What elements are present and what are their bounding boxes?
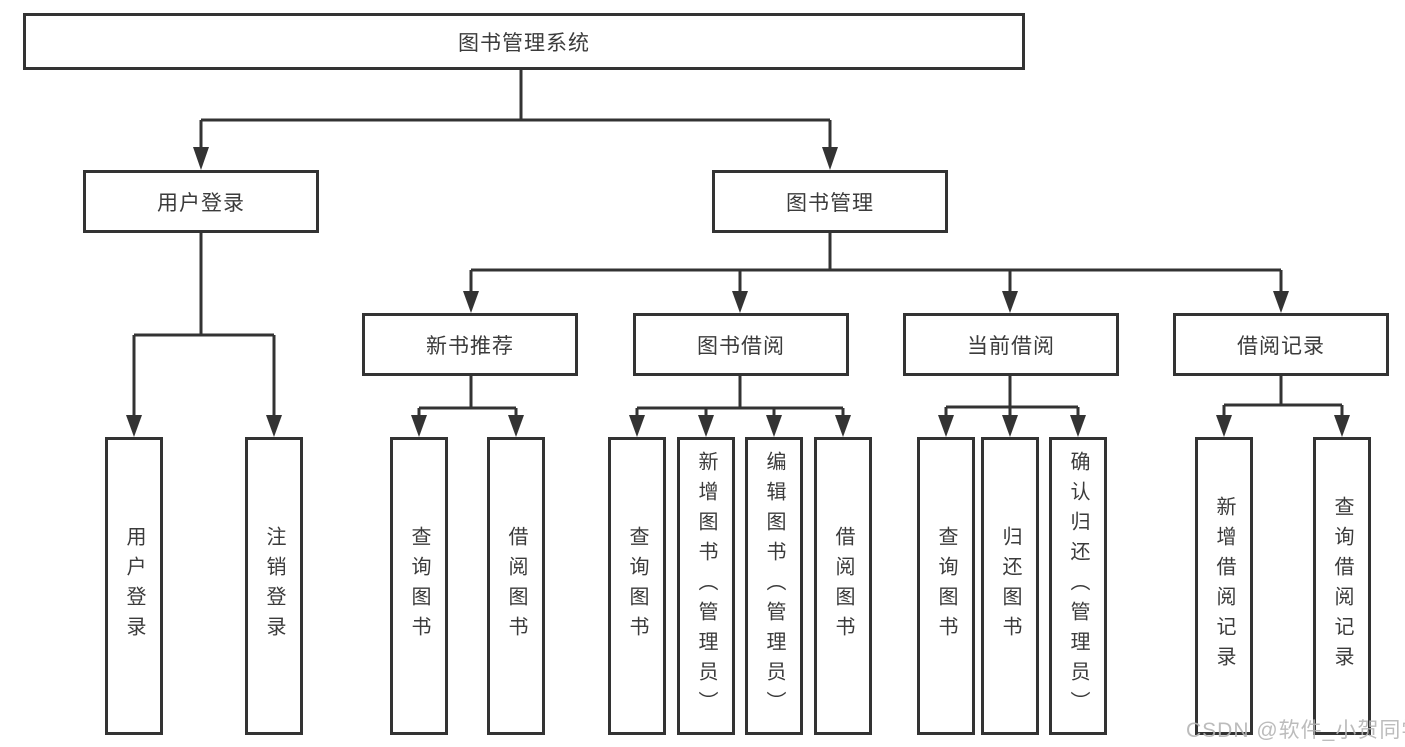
connector-current-borrow-children: [944, 376, 1080, 418]
node-label: 当前借阅: [967, 334, 1055, 358]
leaf-add-books-admin: 新增图书（管理员）: [677, 437, 735, 735]
leaf-query-books-recommend: 查询图书: [390, 437, 448, 735]
leaf-label: 借阅图书: [505, 526, 527, 646]
node-book-management: 图书管理: [712, 170, 948, 233]
node-user-login: 用户登录: [83, 170, 319, 233]
leaf-label: 查询图书: [408, 526, 430, 646]
connector-book-mgmt-to-level3: [469, 233, 1283, 294]
leaf-user-login: 用户登录: [105, 437, 163, 735]
node-label: 借阅记录: [1237, 334, 1325, 358]
leaf-query-books-current: 查询图书: [917, 437, 975, 735]
node-root-library-system: 图书管理系统: [23, 13, 1025, 70]
connector-new-book-children: [417, 376, 518, 418]
leaf-add-borrow-record: 新增借阅记录: [1195, 437, 1253, 735]
leaf-edit-books-admin: 编辑图书（管理员）: [745, 437, 803, 735]
connector-book-borrow-children: [635, 376, 845, 418]
node-new-book-recommend: 新书推荐: [362, 313, 578, 376]
node-label: 图书借阅: [697, 334, 785, 358]
leaf-label: 借阅图书: [832, 526, 854, 646]
node-label: 用户登录: [157, 191, 245, 215]
node-current-borrow: 当前借阅: [903, 313, 1119, 376]
connector-user-login-children: [132, 233, 276, 418]
connector-root-to-level2: [199, 70, 832, 150]
node-label: 图书管理系统: [458, 31, 590, 55]
leaf-query-borrow-record: 查询借阅记录: [1313, 437, 1371, 735]
connector-borrow-records-children: [1222, 376, 1344, 418]
node-label: 新书推荐: [426, 334, 514, 358]
leaf-query-books-borrow: 查询图书: [608, 437, 666, 735]
leaf-label: 新增图书（管理员）: [695, 451, 717, 721]
leaf-label: 用户登录: [123, 526, 145, 646]
leaf-label: 确认归还（管理员）: [1067, 451, 1089, 721]
leaf-label: 编辑图书（管理员）: [763, 451, 785, 721]
leaf-borrow-books: 借阅图书: [814, 437, 872, 735]
node-borrow-records: 借阅记录: [1173, 313, 1389, 376]
leaf-label: 新增借阅记录: [1213, 496, 1235, 676]
leaf-confirm-return-admin: 确认归还（管理员）: [1049, 437, 1107, 735]
leaf-label: 查询图书: [935, 526, 957, 646]
csdn-watermark: CSDN @软件_小贺同学: [1186, 719, 1405, 742]
leaf-label: 归还图书: [999, 526, 1021, 646]
node-label: 图书管理: [786, 191, 874, 215]
leaf-label: 查询图书: [626, 526, 648, 646]
leaf-label: 注销登录: [263, 526, 285, 646]
leaf-return-books: 归还图书: [981, 437, 1039, 735]
arrowheads: [126, 147, 1350, 437]
node-book-borrow: 图书借阅: [633, 313, 849, 376]
leaf-logout: 注销登录: [245, 437, 303, 735]
leaf-label: 查询借阅记录: [1331, 496, 1353, 676]
leaf-borrow-books-recommend: 借阅图书: [487, 437, 545, 735]
